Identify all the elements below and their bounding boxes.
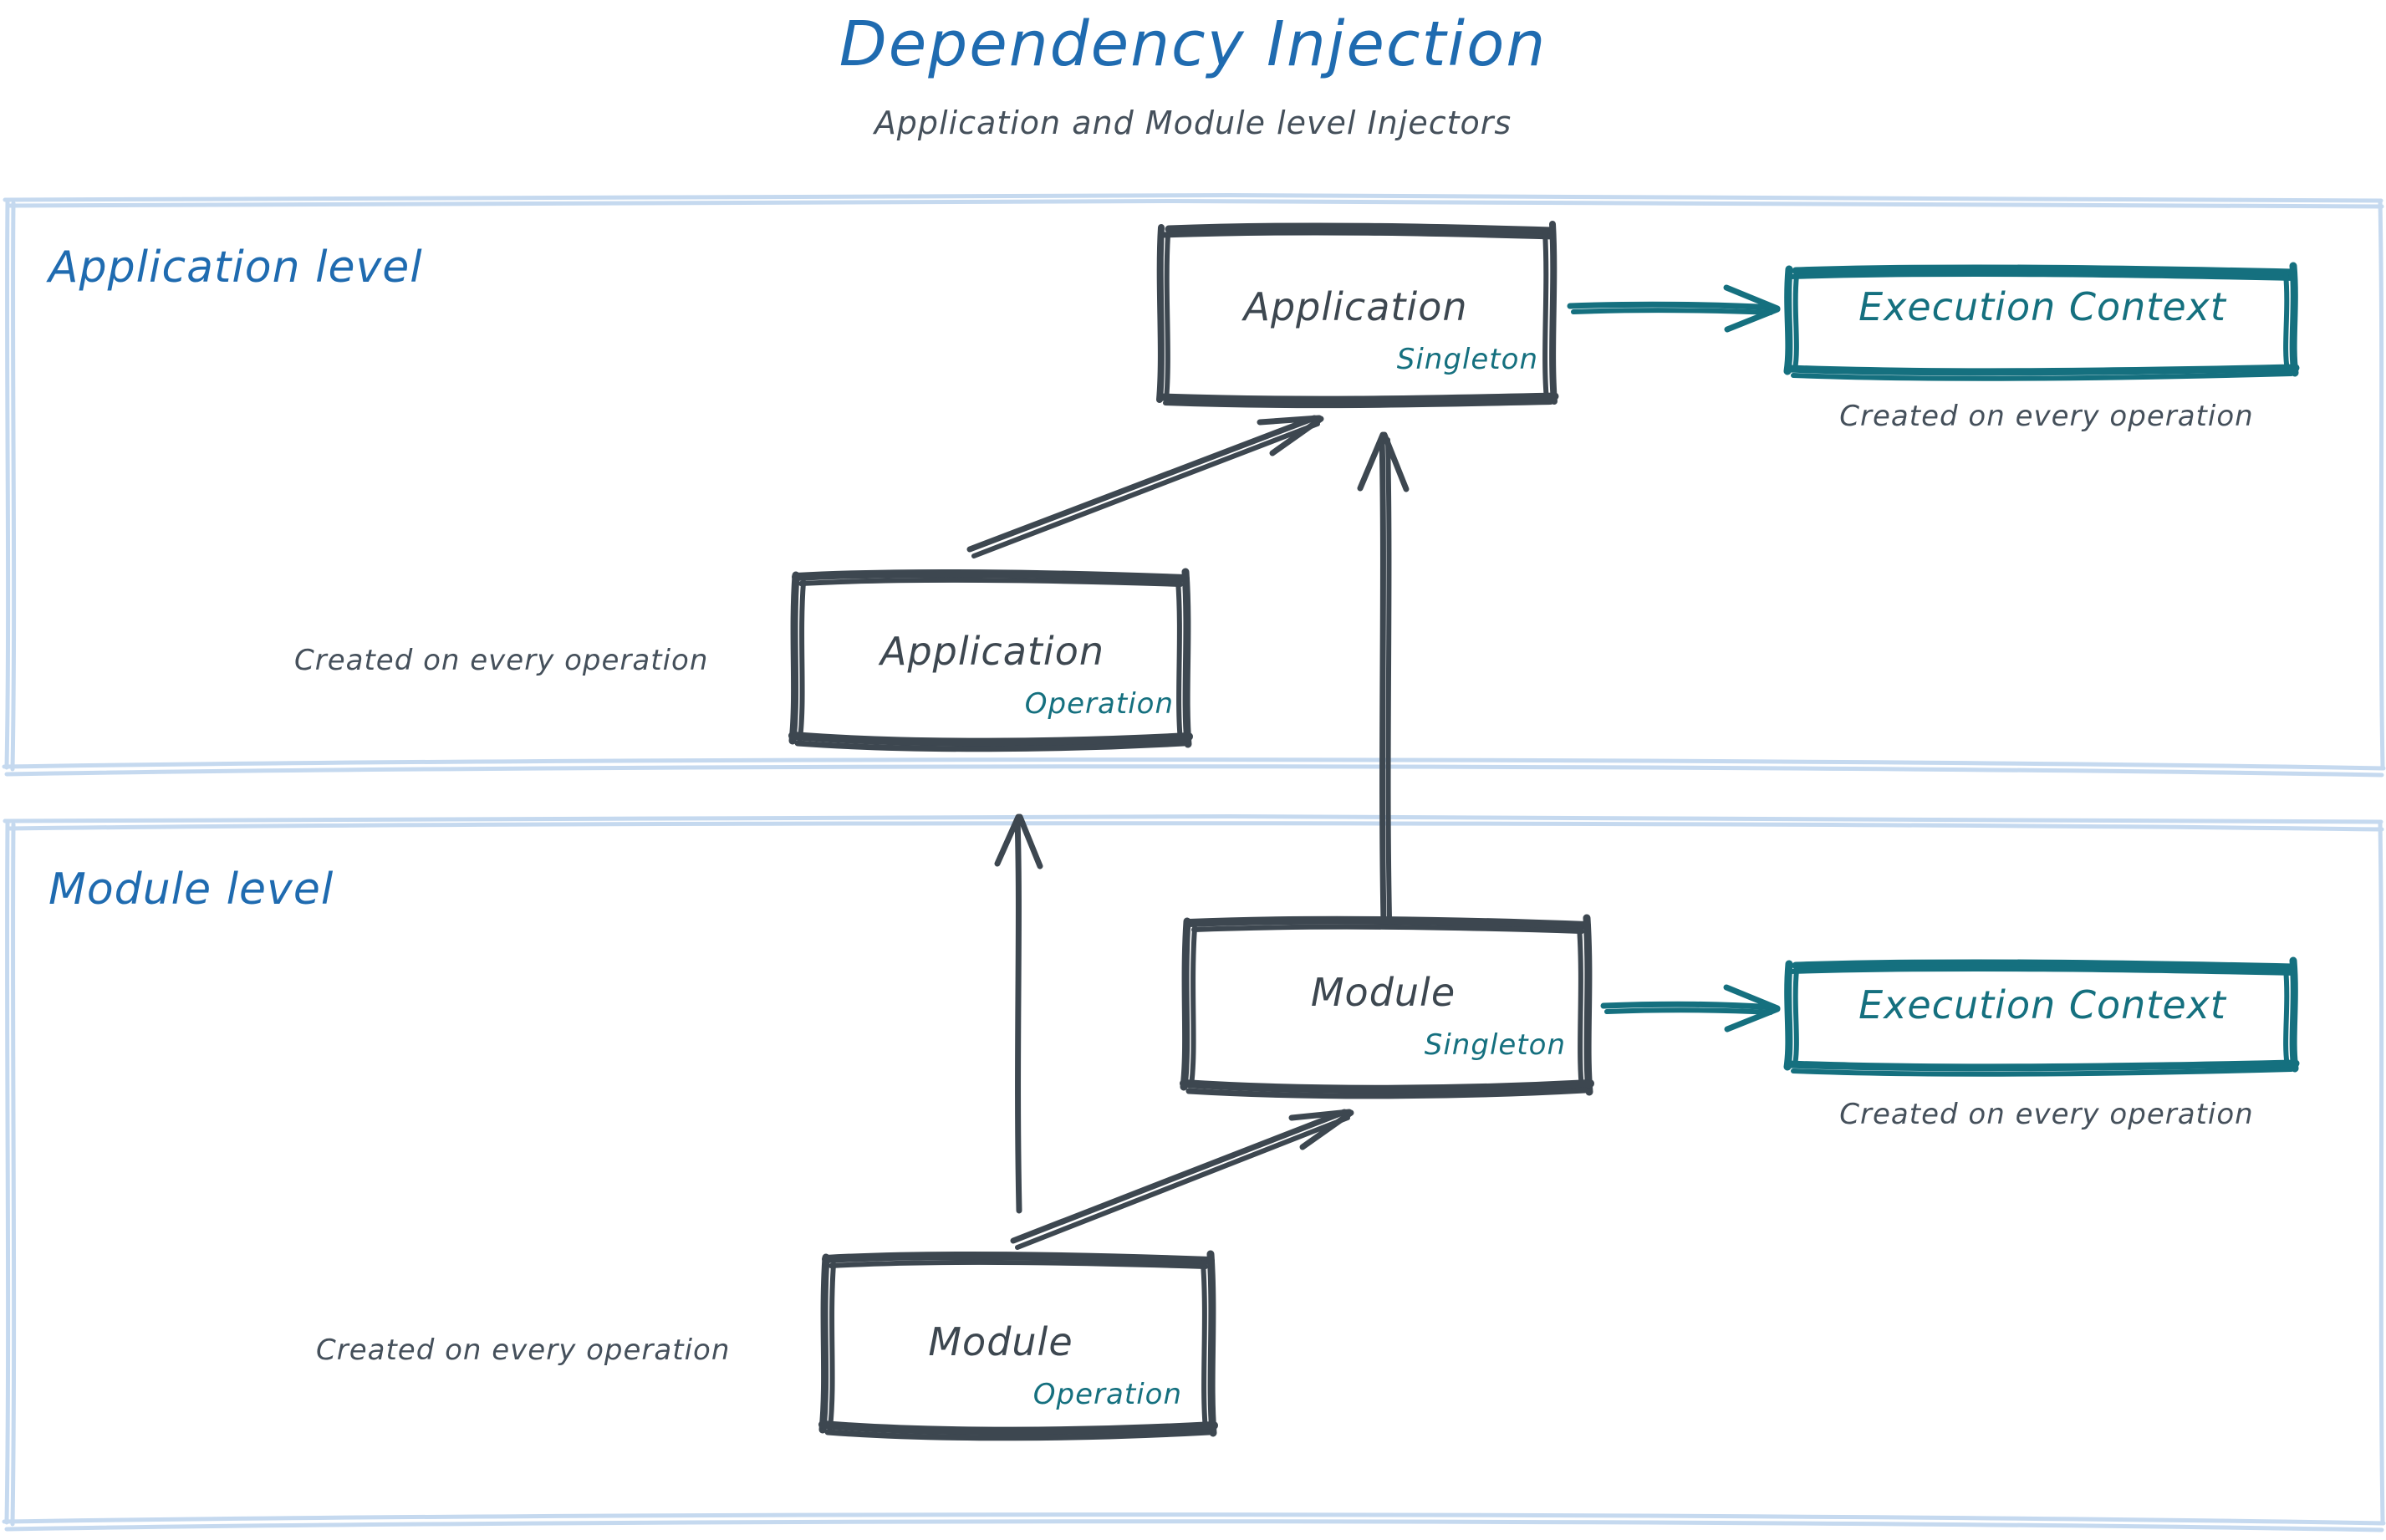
section-label-application-level: Application level bbox=[48, 242, 423, 293]
arrow-module-singleton-to-app-singleton bbox=[1357, 431, 1410, 925]
module-operation-scope: Operation bbox=[1032, 1378, 1182, 1411]
module-singleton-title: Module bbox=[1310, 970, 1456, 1015]
section-label-module-level: Module level bbox=[48, 864, 334, 915]
application-execution-context-caption: Created on every operation bbox=[1839, 400, 2254, 433]
arrow-module-singleton-to-exec-context bbox=[1600, 984, 1781, 1033]
arrow-module-operation-to-app-operation bbox=[994, 813, 1043, 1214]
application-operation-title: Application bbox=[879, 629, 1105, 674]
page-title: Dependency Injection bbox=[839, 8, 1547, 80]
arrow-app-singleton-to-exec-context bbox=[1567, 284, 1781, 333]
application-operation-scope: Operation bbox=[1024, 687, 1174, 721]
application-execution-context-title: Execution Context bbox=[1858, 284, 2226, 329]
module-level-container bbox=[2, 813, 2386, 1532]
application-operation-caption: Created on every operation bbox=[294, 644, 709, 677]
module-operation-caption: Created on every operation bbox=[316, 1333, 731, 1367]
module-execution-context-title: Execution Context bbox=[1858, 982, 2226, 1028]
arrow-module-operation-to-module-singleton bbox=[1010, 1109, 1354, 1250]
application-singleton-title: Application bbox=[1243, 284, 1468, 329]
application-singleton-scope: Singleton bbox=[1396, 343, 1538, 376]
module-operation-title: Module bbox=[928, 1319, 1073, 1364]
arrow-app-operation-to-app-singleton bbox=[966, 415, 1324, 558]
module-singleton-scope: Singleton bbox=[1424, 1028, 1566, 1062]
page-subtitle: Application and Module level Injectors bbox=[874, 105, 1512, 141]
module-execution-context-caption: Created on every operation bbox=[1839, 1098, 2254, 1131]
